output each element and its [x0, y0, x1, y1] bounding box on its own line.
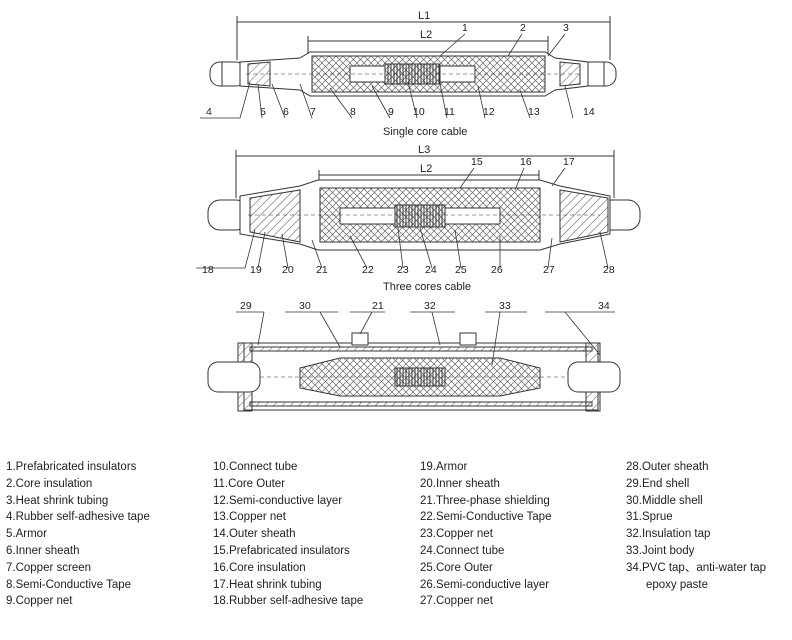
legend-column-3: 19.Armor 20.Inner sheath 21.Three-phase …: [420, 459, 551, 610]
legend-item: 15.Prefabricated insulators: [213, 544, 350, 557]
legend-item: 22.Semi-Conductive Tape: [420, 511, 552, 524]
shell-leaders: [236, 311, 615, 366]
callout-30: 30: [299, 300, 311, 312]
callout-1: 1: [462, 22, 468, 34]
legend-item: 33.Joint body: [626, 544, 695, 557]
dim-l1: L1: [418, 10, 430, 22]
legend-item: 20.Inner sheath: [420, 477, 500, 490]
callout-23: 23: [397, 264, 409, 276]
callout-28: 28: [603, 264, 615, 276]
callout-17: 17: [563, 156, 575, 168]
legend-item: 5.Armor: [6, 528, 47, 541]
callout-32: 32: [424, 300, 436, 312]
legend-item: 7.Copper screen: [6, 561, 92, 574]
callout-22: 22: [362, 264, 374, 276]
legend-item: 11.Core Outer: [213, 477, 286, 490]
legend-column-1: 1.Prefabricated insulators 2.Core insula…: [6, 459, 150, 610]
legend-item: 30.Middle shell: [626, 494, 703, 507]
callout-19: 19: [250, 264, 262, 276]
callout-26: 26: [491, 264, 503, 276]
legend-column-2: 10.Connect tube 11.Core Outer 12.Semi-co…: [213, 459, 363, 610]
callout-29: 29: [240, 300, 252, 312]
single-core-drawing: [209, 16, 617, 97]
callout-34: 34: [598, 300, 610, 312]
callout-20: 20: [282, 264, 294, 276]
callout-27: 27: [543, 264, 555, 276]
legend-item: 23.Copper net: [420, 528, 493, 541]
legend-item: 27.Copper net: [420, 595, 493, 608]
legend-item: 34.PVC tap、anti-water tap: [626, 561, 766, 574]
legend-column-4: 28.Outer sheath 29.End shell 30.Middle s…: [626, 459, 766, 593]
callout-14: 14: [583, 106, 595, 118]
callout-15: 15: [471, 156, 483, 168]
legend-item: 31.Sprue: [626, 511, 673, 524]
callout-13: 13: [528, 106, 540, 118]
callout-21: 21: [316, 264, 328, 276]
callout-7: 7: [310, 106, 316, 118]
callout-12: 12: [483, 106, 495, 118]
single-core-leaders: [200, 33, 574, 119]
legend-item: 3.Heat shrink tubing: [6, 494, 109, 507]
legend-item: 25.Core Outer: [420, 561, 493, 574]
legend-item: 12.Semi-conductive layer: [213, 494, 343, 507]
legend-item: 18.Rubber self-adhesive tape: [213, 595, 364, 608]
legend-item: 10.Connect tube: [213, 461, 298, 473]
callout-25: 25: [455, 264, 467, 276]
three-core-leaders: [196, 167, 609, 269]
callout-18: 18: [202, 264, 214, 276]
legend-item: 14.Outer sheath: [213, 528, 296, 541]
callout-16: 16: [520, 156, 532, 168]
legend-item: 19.Armor: [420, 461, 468, 473]
shell-drawing: [207, 332, 621, 412]
dim-l2-three: L2: [420, 163, 432, 175]
legend-item: 4.Rubber self-adhesive tape: [6, 511, 150, 524]
cable-joint-diagram: L1 L2 1 2 3 4 5 6 7 8 9 10 11 12 13 14 S…: [196, 10, 641, 412]
legend-item: 9.Copper net: [6, 595, 73, 608]
dim-l2-single: L2: [420, 29, 432, 41]
callout-2: 2: [520, 22, 526, 34]
callout-4: 4: [206, 106, 212, 118]
callout-9: 9: [388, 106, 394, 118]
callout-8: 8: [350, 106, 356, 118]
callout-21b: 21: [372, 300, 384, 312]
legend-item: 28.Outer sheath: [626, 461, 709, 473]
legend-item: 13.Copper net: [213, 511, 286, 524]
legend-item: 2.Core insulation: [6, 477, 93, 490]
dim-l3: L3: [418, 144, 430, 156]
legend-item: 17.Heat shrink tubing: [213, 578, 322, 591]
callout-3: 3: [563, 22, 569, 34]
callout-labels: L1 L2 1 2 3 4 5 6 7 8 9 10 11 12 13 14 S…: [202, 10, 615, 312]
legend-item: 16.Core insulation: [213, 561, 306, 574]
callout-11: 11: [444, 106, 455, 118]
legend-item: 8.Semi-Conductive Tape: [6, 578, 132, 591]
legend-item: epoxy paste: [646, 578, 709, 591]
three-core-drawing: [207, 150, 641, 251]
legend-item: 24.Connect tube: [420, 544, 505, 557]
callout-10: 10: [413, 106, 425, 118]
callout-33: 33: [499, 300, 511, 312]
legend-item: 1.Prefabricated insulators: [6, 461, 137, 473]
caption-single: Single core cable: [383, 126, 467, 138]
legend-item: 6.Inner sheath: [6, 544, 80, 557]
callout-6: 6: [283, 106, 289, 118]
legend-item: 29.End shell: [626, 477, 690, 490]
callout-24: 24: [425, 264, 437, 276]
legend-item: 26.Semi-conductive layer: [420, 578, 550, 591]
legend-item: 21.Three-phase shielding: [420, 494, 550, 507]
caption-three: Three cores cable: [383, 281, 471, 293]
legend-item: 32.Insulation tap: [626, 528, 711, 541]
callout-5: 5: [260, 106, 266, 118]
